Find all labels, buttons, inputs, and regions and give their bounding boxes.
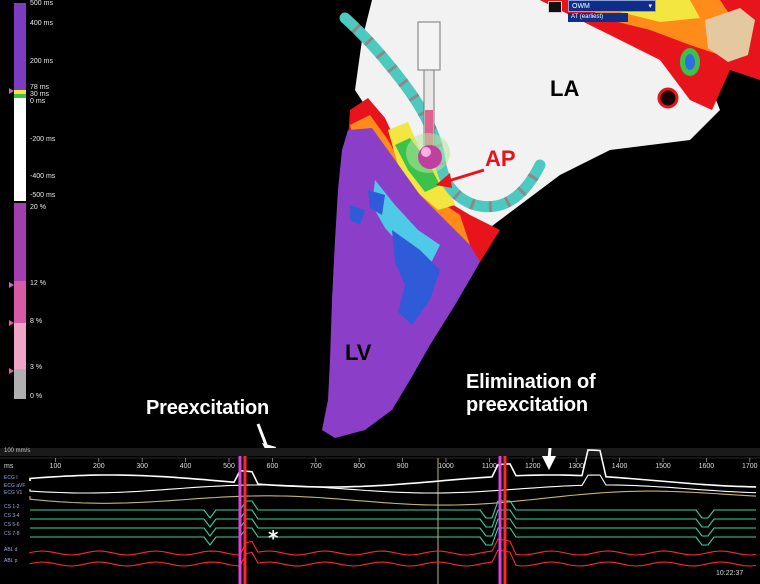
chamber-label-lv: LV	[345, 340, 372, 365]
time-tick-label: 100	[49, 463, 62, 470]
scale-label-3pct: 3 %	[30, 364, 43, 371]
channel-label: CS 1-2	[4, 504, 20, 510]
ecg-traces: *	[0, 448, 760, 584]
scale-label-neg500: -500 ms	[30, 192, 56, 199]
time-tick-label: 1400	[611, 463, 628, 470]
activation-color-scale: 500 ms 400 ms 200 ms 78 ms 30 ms 0 ms -2…	[0, 0, 60, 410]
channel-label: ECG V1	[4, 490, 23, 496]
map-subtype-label[interactable]: AT (earliest)	[568, 13, 628, 22]
appendage-tan	[705, 8, 755, 62]
channel-label: ABL d	[4, 547, 18, 553]
time-tick-label: 700	[309, 463, 322, 470]
time-tick-label: 1300	[568, 463, 584, 470]
ablation-catheter-pink	[425, 110, 433, 150]
ecg-trace	[29, 474, 757, 494]
ap-arrow-shaft	[444, 168, 485, 184]
channel-label: CS 3-4	[4, 513, 20, 519]
scale-label-400: 400 ms	[30, 20, 53, 27]
ap-arrow-head	[436, 173, 452, 188]
scale-label-neg400: -400 ms	[30, 173, 56, 180]
scale-label-neg200: -200 ms	[30, 136, 56, 143]
scale-label-8pct: 8 %	[30, 318, 43, 325]
time-tick-label: 1600	[698, 463, 715, 470]
ecg-trace	[30, 518, 756, 537]
time-tick-label: 1000	[438, 463, 454, 470]
time-tick-label: 500	[223, 463, 235, 470]
time-tick-label: 1500	[655, 463, 671, 470]
channel-label: ABL p	[4, 558, 18, 564]
ecg-header-bar: 100 mm/s	[0, 448, 760, 456]
channel-label: CS 7-8	[4, 531, 20, 537]
elimination-arrow-head	[542, 456, 556, 470]
time-tick-label: 800	[353, 463, 366, 470]
scale-label-20pct: 20 %	[30, 204, 46, 211]
sweep-speed-label: 100 mm/s	[4, 448, 31, 454]
ecg-trace	[29, 490, 757, 506]
ablation-catheter-tip-hl	[421, 147, 431, 157]
time-tick-label: 1200	[525, 463, 541, 470]
annotation-preexcitation: Preexcitation	[146, 397, 270, 419]
ecg-trace	[29, 538, 757, 556]
ventricle-blue-zone	[392, 230, 440, 325]
chamber-label-la: LA	[550, 76, 580, 101]
preexcitation-arrow-head	[262, 443, 276, 448]
channel-label: ECG aVF	[4, 483, 26, 489]
delta-wave-asterisk: *	[268, 526, 279, 550]
scale-label-500: 500 ms	[30, 0, 53, 7]
time-tick-label: 900	[396, 463, 409, 470]
time-tick-label: 1700	[742, 463, 758, 470]
time-axis-unit: ms	[4, 463, 14, 470]
time-tick-label: 300	[136, 463, 149, 470]
ecg-trace	[30, 527, 756, 546]
ecg-trace	[29, 449, 757, 488]
recording-clock: 10:22:37	[716, 570, 744, 577]
atrium-blue-spot	[685, 54, 695, 70]
map-options-button[interactable]	[548, 1, 562, 13]
ventricle-cyan-band	[372, 180, 440, 265]
channel-label: ECG I	[4, 475, 18, 481]
chevron-down-icon: ▾	[648, 3, 652, 10]
time-tick-label: 400	[179, 463, 192, 470]
scale-label-0: 0 ms	[30, 98, 46, 105]
ecg-trace	[30, 500, 756, 519]
ecg-recording-panel[interactable]: 100 mm/s ms * 100 200 300 400 500 600 700 800 90…	[0, 448, 760, 584]
annotation-elimination: Elimination of preexcitation	[466, 371, 596, 416]
ventricle-blue-spot-2	[350, 205, 365, 225]
3d-map-viewport[interactable]: 500 ms 400 ms 200 ms 78 ms 30 ms 0 ms -2…	[0, 0, 760, 448]
scale-label-0pct: 0 %	[30, 393, 43, 400]
time-tick-label: 200	[92, 463, 105, 470]
ecg-trace	[29, 549, 757, 567]
accessory-pathway-label: AP	[485, 146, 516, 171]
map-type-value: OWM	[572, 3, 590, 10]
trace-group	[29, 449, 757, 584]
tick-group	[55, 458, 751, 462]
scale-label-12pct: 12 %	[30, 280, 46, 287]
ecg-trace	[30, 509, 756, 528]
ventricle-blue-spot	[368, 190, 385, 215]
left-ventricle-shell	[322, 128, 480, 438]
scale-label-30: 30 ms	[30, 91, 50, 98]
time-tick-label: 1100	[481, 463, 497, 470]
vein-orifice	[659, 89, 677, 107]
vein-orifice-ring	[657, 87, 679, 109]
scale-label-78: 78 ms	[30, 84, 50, 91]
time-tick-label: 600	[266, 463, 279, 470]
channel-label: CS 5-6	[4, 522, 20, 528]
heart-shell-render	[256, 0, 760, 448]
ablation-catheter-handle	[417, 21, 441, 71]
scale-label-200: 200 ms	[30, 58, 53, 65]
map-type-dropdown[interactable]: OWM ▾	[568, 0, 656, 12]
ablation-catheter-tip	[418, 145, 442, 169]
